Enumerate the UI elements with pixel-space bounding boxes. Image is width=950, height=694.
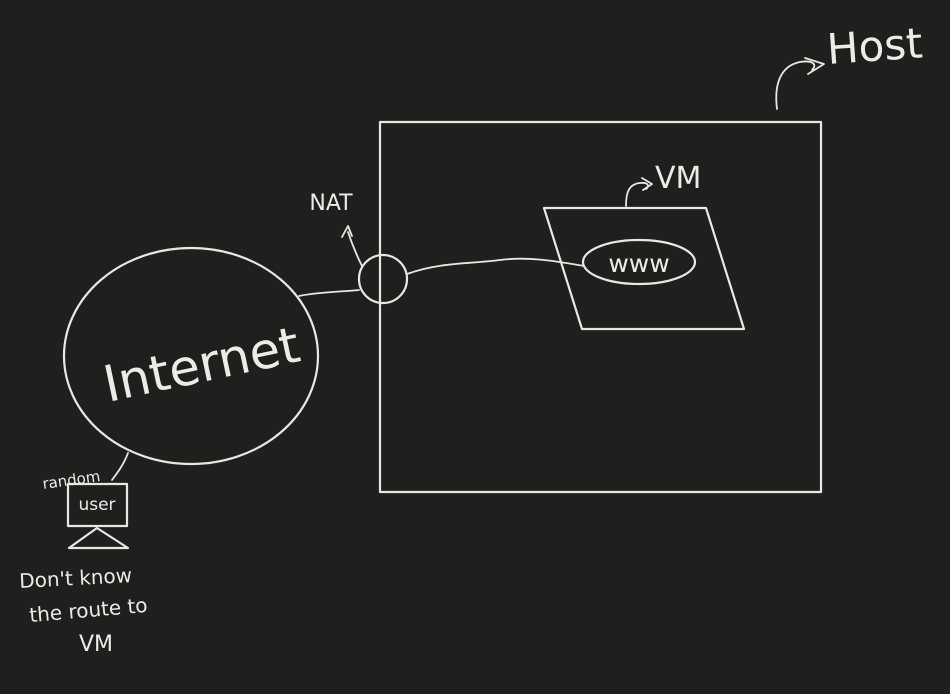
www-label: www (608, 249, 669, 278)
nat-label: NAT (309, 191, 353, 216)
internet-cloud (62, 246, 320, 466)
nat-pointer (341, 225, 363, 267)
host-pointer (775, 57, 825, 110)
vm-box (542, 206, 746, 331)
host-box (378, 120, 823, 494)
vm-pointer (625, 177, 653, 207)
user-terminal (66, 482, 129, 528)
user-label: user (78, 495, 115, 515)
internet-to-user-link (111, 452, 129, 481)
note-line-3: VM (79, 632, 113, 657)
note-line-1: Don't know (19, 563, 133, 593)
note-line-2: the route to (28, 593, 148, 627)
user-terminal-stand (67, 526, 130, 550)
host-label: Host (825, 18, 924, 74)
www-service (581, 238, 697, 286)
nat-node (357, 253, 409, 305)
nat-to-www-link (406, 257, 585, 275)
internet-label: Internet (98, 316, 304, 414)
internet-to-nat-link (298, 289, 360, 297)
random-label: random (41, 467, 101, 493)
vm-label: VM (655, 161, 701, 196)
